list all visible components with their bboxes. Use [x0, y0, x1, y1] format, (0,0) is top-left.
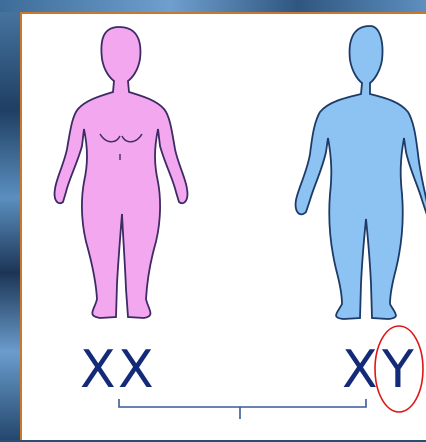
background-texture-left [0, 0, 22, 440]
male-chromosome-1: X [342, 344, 378, 396]
female-chromosome-1: X [80, 344, 116, 396]
pairing-bracket [119, 399, 366, 419]
diagram-panel: X X X Y [20, 12, 426, 440]
background-texture-top [0, 0, 426, 12]
female-figure [55, 27, 188, 318]
male-chromosome-2: Y [382, 344, 414, 396]
female-chromosome-2: X [118, 344, 154, 396]
male-figure [296, 26, 426, 319]
